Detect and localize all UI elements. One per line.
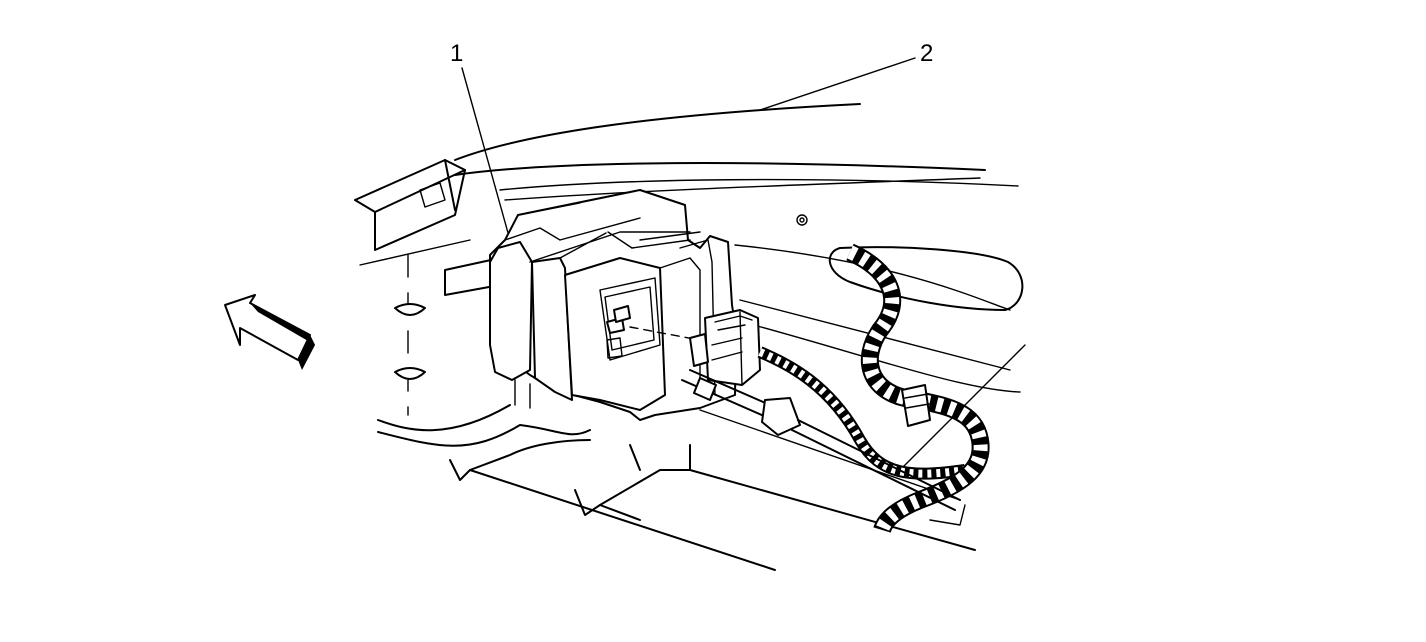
callout-label-1: 1: [450, 40, 464, 67]
body-panel: [454, 103, 1019, 226]
tube-line: [681, 369, 961, 511]
wiring-harness: [757, 243, 990, 534]
left-bracket: [354, 159, 501, 416]
harness-connector: [689, 309, 761, 386]
callout-label-2: 2: [920, 40, 934, 67]
direction-arrow-icon: [224, 294, 315, 370]
leader-line-2: [759, 57, 916, 111]
leader-line-1: [461, 67, 511, 241]
reservoir-bracket: [828, 246, 1024, 311]
control-module: [489, 189, 737, 421]
